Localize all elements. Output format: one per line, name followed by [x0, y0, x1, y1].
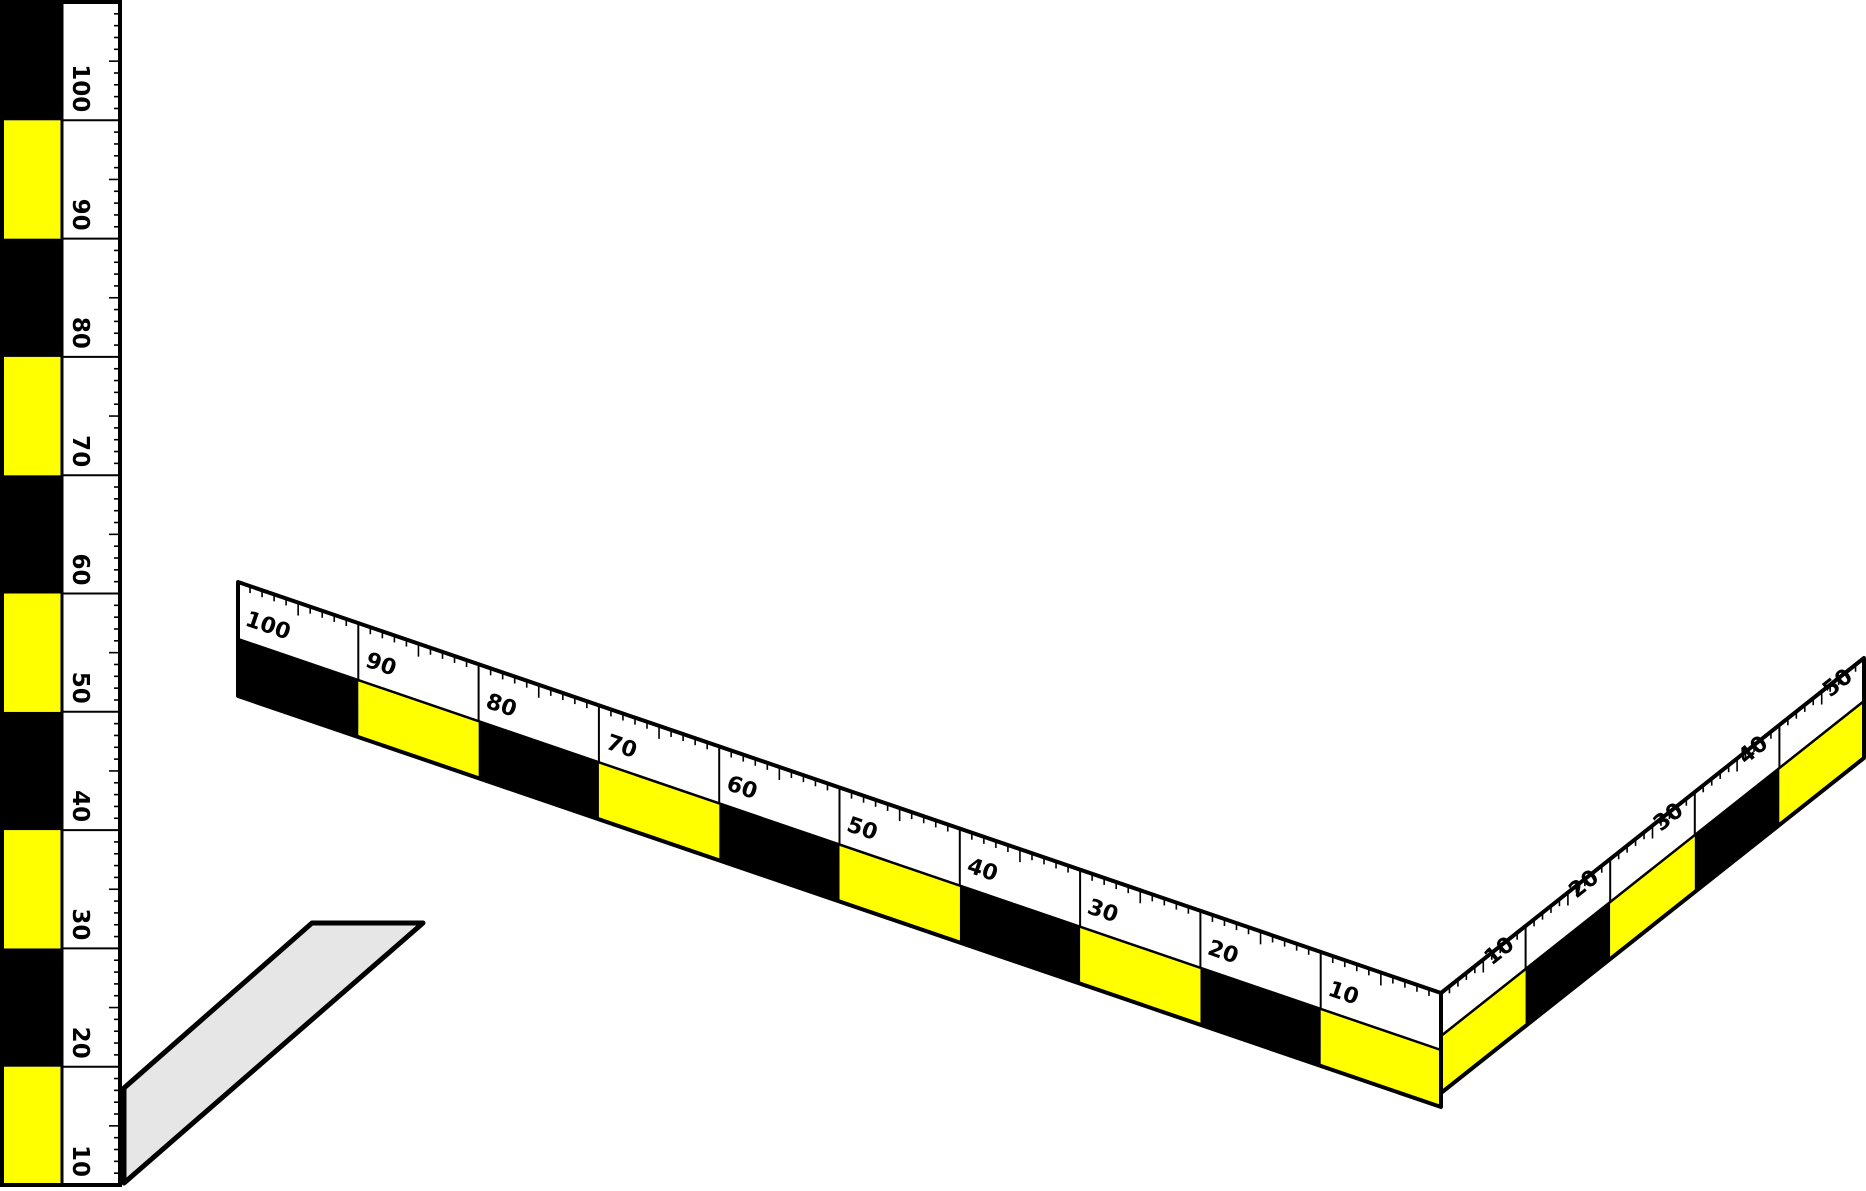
scale-label: 60 — [67, 553, 93, 585]
scale-block — [2, 475, 62, 594]
scale-label: 70 — [67, 435, 93, 467]
scale-label: 10 — [67, 1145, 93, 1177]
scale-outline — [1439, 656, 1866, 1095]
scale-block — [2, 948, 62, 1067]
scale-block — [478, 721, 599, 820]
scale-label: 50 — [67, 672, 93, 704]
scale-block — [598, 762, 720, 861]
scale-block — [2, 711, 62, 831]
scale-block — [1610, 835, 1695, 959]
scale-label: 100 — [67, 64, 93, 112]
scale-block — [238, 639, 359, 738]
scale-block — [2, 1066, 62, 1185]
scale-ruler-strip — [1441, 658, 1864, 1036]
scale-block — [1525, 902, 1611, 1026]
scale-divider — [237, 637, 1442, 1052]
scale-block — [719, 803, 840, 902]
scale-label: 30 — [67, 908, 93, 940]
scale-block — [1320, 1008, 1441, 1107]
scale-block — [1779, 701, 1864, 825]
scale-block — [959, 885, 1081, 984]
scale-block — [1080, 926, 1201, 1025]
vertical-scale: 10 20 30 40 50 60 70 80 90 100 — [0, 0, 122, 1187]
scale-block — [2, 593, 62, 712]
scale-label: 40 — [67, 790, 93, 822]
scale-block — [1200, 967, 1321, 1066]
scale-divider — [1440, 700, 1865, 1037]
scale-block — [1694, 768, 1780, 892]
scale-label: 90 — [67, 199, 93, 231]
scale-block — [2, 120, 62, 239]
scale-block — [2, 356, 62, 476]
scale-label: 80 — [67, 317, 93, 349]
scale-shadow-panel — [121, 920, 426, 1186]
scale-block — [2, 238, 62, 357]
scale-block — [2, 830, 62, 949]
scale-block — [839, 844, 960, 943]
scale-block — [1441, 969, 1526, 1093]
scale-block — [2, 2, 62, 121]
scale-block — [358, 680, 479, 779]
scale-label: 20 — [67, 1027, 93, 1059]
